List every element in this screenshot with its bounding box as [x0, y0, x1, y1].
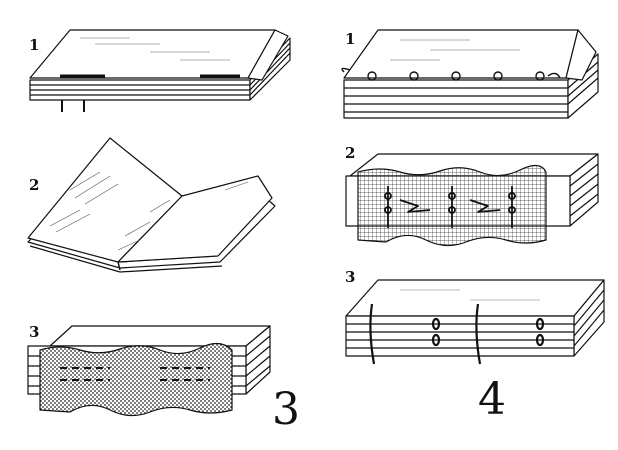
fig4-step2-grid-mesh-stack	[345, 153, 599, 247]
fig3-step1-folded-gatherings	[29, 29, 291, 112]
fig3-step2-opened-sheet	[27, 137, 276, 273]
fig4-step3-number: 3	[345, 268, 356, 286]
fig4-step1-looped-stack	[341, 29, 599, 119]
fig4-caption: 4	[478, 374, 506, 425]
fig3-caption: 3	[272, 384, 300, 435]
fig4-step3-corded-stack	[345, 279, 605, 365]
fig4-step2-number: 2	[345, 144, 356, 162]
fig3-step2-number: 2	[29, 176, 40, 194]
fig3-step1-number: 1	[29, 36, 40, 54]
fig4-step1-number: 1	[345, 30, 356, 48]
fig3-step3-number: 3	[29, 323, 40, 341]
fig3-step3-mesh-lined-stack	[27, 325, 271, 417]
